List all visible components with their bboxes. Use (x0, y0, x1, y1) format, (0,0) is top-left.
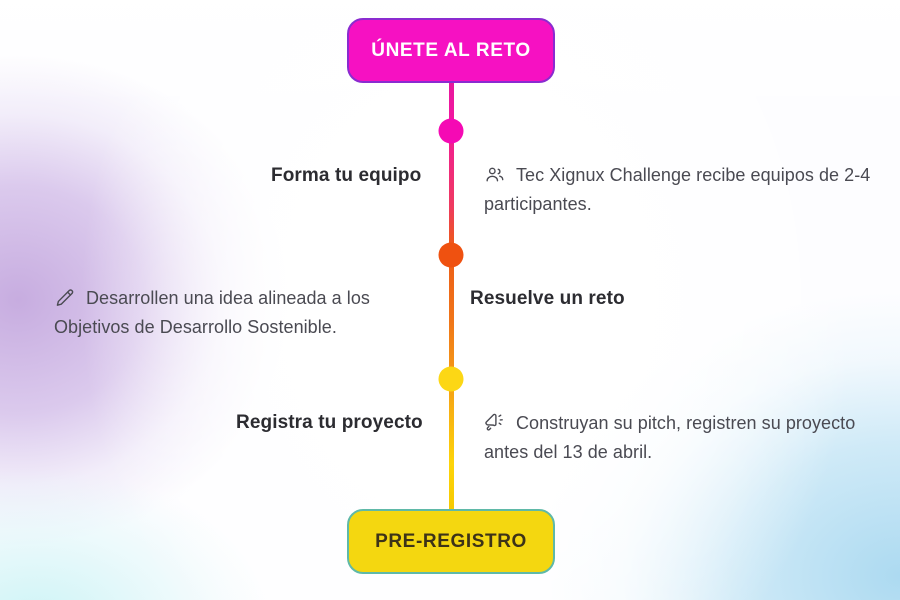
step-2-description-text: Desarrollen una idea alineada a los Obje… (54, 288, 370, 338)
step-3-description-text: Construyan su pitch, registren su proyec… (484, 413, 856, 463)
step-3-description: Construyan su pitch, registren su proyec… (484, 409, 874, 467)
step-1-description-text: Tec Xignux Challenge recibe equipos de 2… (484, 165, 871, 215)
join-challenge-button[interactable]: ÚNETE AL RETO (347, 18, 555, 83)
timeline-node-3 (438, 366, 464, 392)
timeline-node-2 (438, 242, 464, 268)
timeline-node-1 (438, 118, 464, 144)
step-2-title: Resuelve un reto (470, 288, 625, 309)
step-2-description: Desarrollen una idea alineada a los Obje… (54, 284, 439, 342)
timeline-spine (448, 80, 454, 516)
step-1-title: Forma tu equipo (271, 165, 422, 186)
step-3-title: Registra tu proyecto (236, 412, 423, 433)
megaphone-icon (484, 412, 505, 433)
pre-registration-button[interactable]: PRE-REGISTRO (347, 509, 555, 574)
pencil-icon (54, 287, 75, 308)
step-1-description: Tec Xignux Challenge recibe equipos de 2… (484, 161, 874, 219)
users-icon (484, 164, 505, 185)
